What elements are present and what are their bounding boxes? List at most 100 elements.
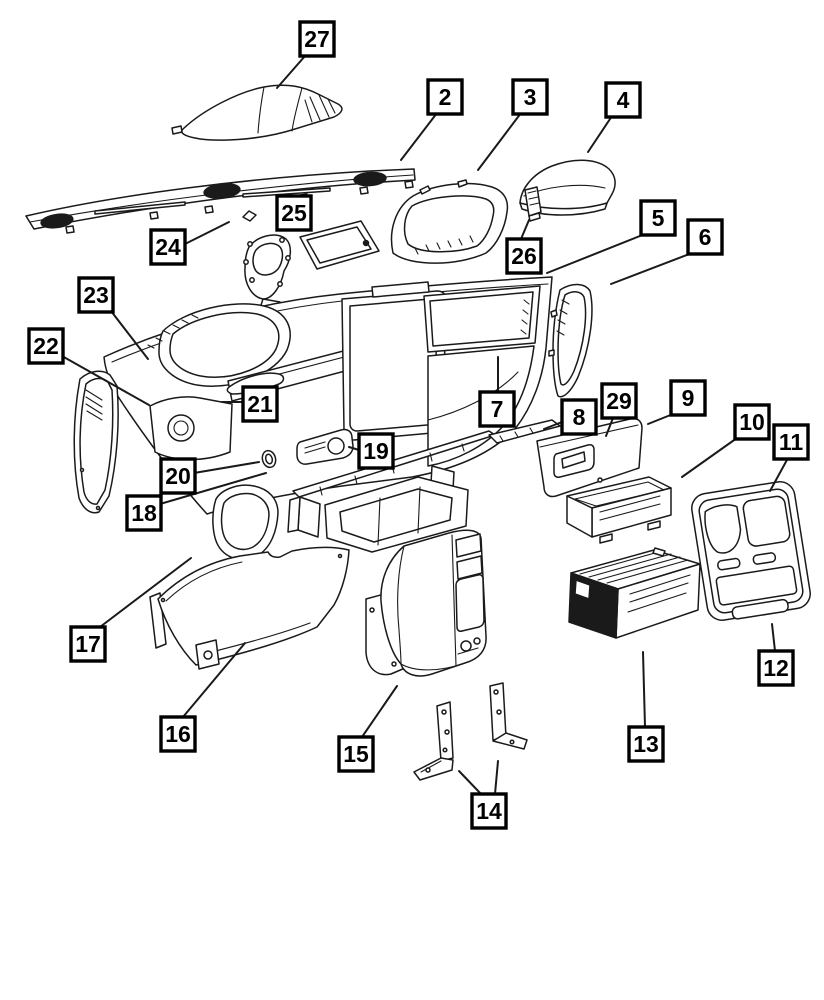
part-end-cap-left[interactable]	[73, 370, 119, 514]
callout-25[interactable]: 25	[275, 194, 313, 232]
part-mounting-brackets[interactable]	[413, 682, 528, 781]
svg-text:22: 22	[33, 333, 59, 359]
svg-text:10: 10	[739, 409, 765, 435]
svg-text:24: 24	[155, 234, 181, 260]
svg-text:17: 17	[75, 631, 101, 657]
leader-14-a	[458, 770, 482, 795]
callout-3[interactable]: 3	[511, 78, 549, 116]
part-knee-bolster-panel[interactable]	[149, 546, 350, 670]
leader-6	[610, 252, 693, 285]
part-storage-bin[interactable]	[566, 476, 672, 544]
svg-text:11: 11	[779, 429, 804, 455]
leader-14-b	[494, 760, 499, 795]
svg-text:7: 7	[491, 396, 504, 422]
part-lower-console[interactable]	[365, 529, 487, 677]
leader-27	[276, 55, 306, 89]
callout-14[interactable]: 14	[470, 792, 508, 830]
leader-16	[182, 642, 246, 718]
svg-text:16: 16	[165, 721, 191, 747]
svg-text:4: 4	[617, 87, 630, 113]
svg-text:3: 3	[524, 84, 537, 110]
svg-text:13: 13	[633, 731, 659, 757]
svg-text:15: 15	[343, 741, 369, 767]
svg-text:27: 27	[304, 26, 330, 52]
callout-16[interactable]: 16	[159, 715, 197, 753]
callout-15[interactable]: 15	[337, 735, 375, 773]
svg-text:18: 18	[131, 500, 157, 526]
leader-8	[543, 421, 563, 430]
callout-27[interactable]: 27	[298, 20, 336, 58]
callout-29[interactable]: 29	[600, 382, 638, 420]
callout-17[interactable]: 17	[69, 625, 107, 663]
svg-text:14: 14	[476, 798, 502, 824]
callout-21[interactable]: 21	[241, 385, 279, 423]
part-cowl-cover[interactable]	[171, 84, 343, 141]
svg-text:20: 20	[165, 463, 191, 489]
svg-text:21: 21	[247, 391, 273, 417]
leader-lines	[61, 55, 789, 795]
part-upper-cover-door[interactable]	[519, 159, 616, 216]
leader-2	[400, 112, 438, 161]
callout-26[interactable]: 26	[505, 237, 543, 275]
callout-24[interactable]: 24	[149, 228, 187, 266]
leader-22	[61, 355, 150, 406]
part-center-support-frame[interactable]	[287, 419, 561, 553]
svg-text:2: 2	[439, 84, 452, 110]
callout-20[interactable]: 20	[159, 457, 197, 495]
leader-5	[546, 233, 646, 274]
svg-text:6: 6	[699, 224, 712, 250]
part-display-screen[interactable]	[299, 220, 380, 270]
part-defroster-grille-panel[interactable]	[25, 168, 416, 234]
callout-13[interactable]: 13	[627, 725, 665, 763]
callout-18[interactable]: 18	[125, 494, 163, 532]
callouts: 2 3 4 5 6 7 8 9 10 11 12 13 14 15 16	[27, 20, 810, 830]
callout-12[interactable]: 12	[757, 649, 795, 687]
leader-11	[769, 457, 789, 492]
part-cluster-hood[interactable]	[390, 179, 509, 264]
svg-text:29: 29	[606, 388, 632, 414]
callout-5[interactable]: 5	[639, 199, 677, 237]
svg-text:12: 12	[763, 655, 789, 681]
callout-4[interactable]: 4	[604, 81, 642, 119]
svg-text:26: 26	[511, 243, 537, 269]
part-end-trim-right[interactable]	[548, 283, 593, 398]
leader-3	[477, 112, 522, 171]
svg-text:25: 25	[281, 200, 307, 226]
callout-9[interactable]: 9	[669, 379, 707, 417]
part-grommet-20[interactable]	[261, 449, 278, 469]
callout-8[interactable]: 8	[560, 398, 598, 436]
callout-10[interactable]: 10	[733, 403, 771, 441]
leader-4	[587, 115, 613, 153]
part-bracket-26[interactable]	[524, 186, 542, 222]
callout-23[interactable]: 23	[77, 276, 115, 314]
part-center-stack-bezel[interactable]	[690, 480, 813, 624]
part-glovebox-door[interactable]	[536, 417, 643, 498]
callout-2[interactable]: 2	[426, 78, 464, 116]
svg-text:9: 9	[682, 385, 695, 411]
leader-26	[520, 219, 530, 240]
svg-text:5: 5	[652, 205, 665, 231]
leader-10	[681, 437, 738, 478]
part-bracket-19[interactable]	[296, 428, 354, 465]
leader-13	[642, 651, 646, 728]
part-retainer-clip-24[interactable]	[242, 210, 257, 222]
part-radio-unit[interactable]	[568, 547, 701, 639]
leader-29	[605, 417, 614, 437]
leader-12	[771, 623, 776, 652]
leader-18	[159, 472, 267, 505]
leader-17	[99, 557, 192, 628]
leader-9	[647, 413, 674, 425]
callout-19[interactable]: 19	[357, 432, 395, 470]
svg-text:8: 8	[573, 404, 586, 430]
leader-15	[361, 685, 398, 738]
leader-24	[184, 221, 230, 245]
leader-23	[110, 310, 149, 360]
svg-text:23: 23	[83, 282, 109, 308]
callout-6[interactable]: 6	[686, 218, 724, 256]
leader-20	[193, 461, 260, 474]
callout-11[interactable]: 11	[772, 423, 810, 461]
callout-7[interactable]: 7	[478, 390, 516, 428]
callout-22[interactable]: 22	[27, 327, 65, 365]
